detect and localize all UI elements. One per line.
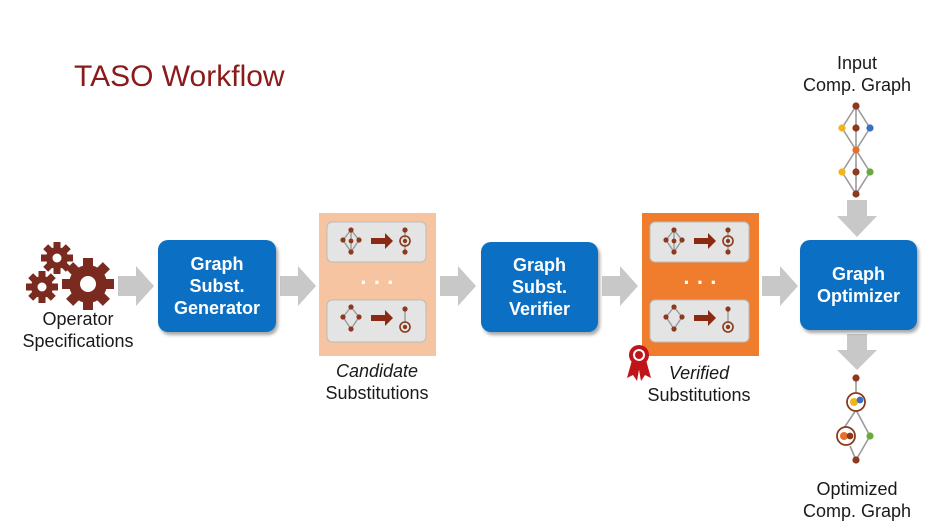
operator-specifications-label: Operator Specifications bbox=[8, 308, 148, 352]
verified-label-line1: Verified bbox=[668, 363, 730, 383]
candidate-substitutions-label: Candidate Substitutions bbox=[312, 360, 442, 404]
generator-box-label: Graph Subst. Generator bbox=[173, 254, 261, 318]
operator-label-line2: Specifications bbox=[22, 331, 134, 351]
optimized-label-line1: Optimized bbox=[816, 479, 898, 499]
arrow-candidates-to-verifier bbox=[440, 266, 476, 306]
graph-subst-generator-box[interactable]: Graph Subst. Generator bbox=[158, 240, 276, 332]
optimized-comp-graph-label: Optimized Comp. Graph bbox=[787, 478, 927, 522]
arrow-gears-to-generator bbox=[118, 266, 154, 306]
verifier-box-label: Graph Subst. Verifier bbox=[508, 255, 571, 319]
operator-label-line1: Operator bbox=[42, 309, 114, 329]
optimized-label-line2: Comp. Graph bbox=[802, 501, 912, 521]
input-comp-graph-label: Input Comp. Graph bbox=[787, 52, 927, 96]
arrow-input-to-optimizer bbox=[837, 200, 877, 237]
arrow-generator-to-candidates bbox=[280, 266, 316, 306]
candidate-label-line2: Substitutions bbox=[325, 383, 429, 403]
page-title: TASO Workflow bbox=[74, 60, 285, 93]
verified-substitutions-label: Verified Substitutions bbox=[634, 362, 764, 406]
optimizer-box-label: Graph Optimizer bbox=[816, 264, 900, 306]
input-label-line2: Comp. Graph bbox=[802, 75, 912, 95]
ribbon-award-icon bbox=[627, 345, 651, 381]
verified-ellipsis: · · · bbox=[683, 270, 718, 295]
candidate-label-line1: Candidate bbox=[335, 361, 419, 381]
input-label-line1: Input bbox=[836, 53, 878, 73]
arrow-verifier-to-verified bbox=[602, 266, 638, 306]
graph-subst-verifier-box[interactable]: Graph Subst. Verifier bbox=[481, 242, 598, 332]
graph-optimizer-box[interactable]: Graph Optimizer bbox=[800, 240, 917, 330]
optimized-comp-graph-icon bbox=[836, 374, 874, 464]
input-comp-graph-icon bbox=[838, 102, 874, 198]
arrow-optimizer-to-output bbox=[837, 334, 877, 370]
arrow-verified-to-optimizer bbox=[762, 266, 798, 306]
verified-label-line2: Substitutions bbox=[647, 385, 751, 405]
candidate-ellipsis: · · · bbox=[360, 270, 395, 295]
